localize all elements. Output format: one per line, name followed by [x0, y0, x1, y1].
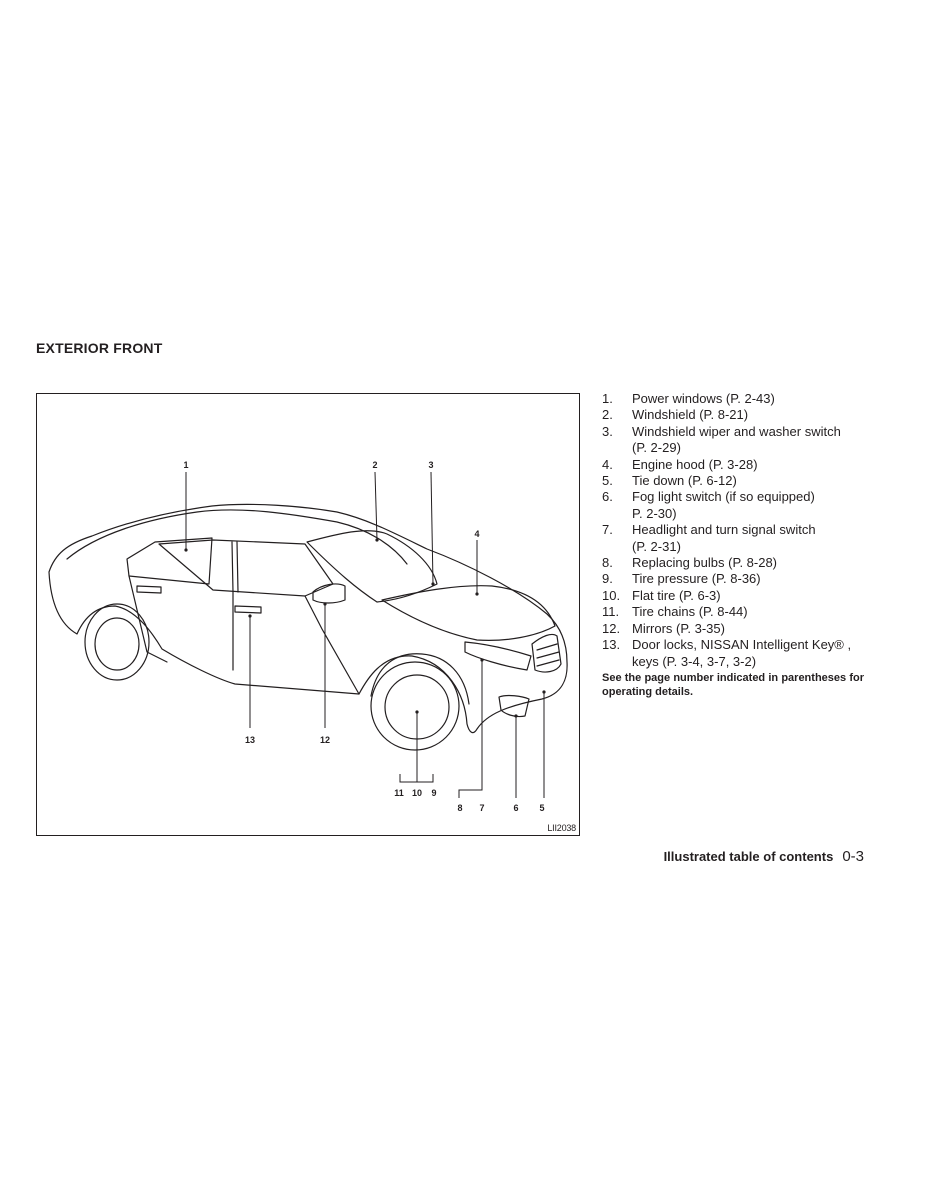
legend-item: 10.Flat tire (P. 6-3)	[602, 587, 721, 603]
legend-item: 8.Replacing bulbs (P. 8-28)	[602, 555, 778, 571]
car-rear-window	[126, 537, 213, 585]
legend-item: 3.Windshield wiper and washer switch	[602, 423, 841, 439]
callout-6: 6	[513, 803, 518, 813]
car-headlight	[464, 641, 532, 671]
callout-10: 10	[412, 788, 422, 798]
car-grille	[531, 633, 562, 673]
callout-9: 9	[431, 788, 436, 798]
callout-5: 5	[539, 803, 544, 813]
car-windshield	[306, 530, 438, 603]
callout-7: 7	[479, 803, 484, 813]
legend-item: 2.Windshield (P. 8-21)	[602, 407, 749, 423]
car-rear-wheel	[84, 603, 150, 681]
callout-12: 12	[320, 735, 330, 745]
page-number: 0-3	[842, 848, 864, 865]
callout-13: 13	[245, 735, 255, 745]
legend-item: 7.Headlight and turn signal switch	[602, 522, 816, 538]
legend-item: 6.Fog light switch (if so equipped)	[602, 489, 815, 505]
legend-item-continued: (P. 2-31)	[632, 538, 681, 554]
car-fog-lamp	[498, 694, 530, 718]
car-hood	[381, 585, 556, 641]
figure-code: LII2038	[547, 823, 576, 833]
car-roof	[66, 509, 408, 565]
callout-11: 11	[394, 788, 404, 798]
legend-item: 12.Mirrors (P. 3-35)	[602, 620, 725, 636]
callout-4: 4	[474, 529, 479, 539]
legend-item: 1.Power windows (P. 2-43)	[602, 391, 775, 406]
legend-item: 9.Tire pressure (P. 8-36)	[602, 571, 761, 587]
car-exterior-figure: 1 2 3 4 5 6 7 8 9 10 11 12 13 LII2038	[36, 393, 580, 836]
car-mirror	[312, 583, 346, 604]
car-front-door-handle	[234, 605, 262, 614]
callout-2: 2	[372, 460, 377, 470]
legend-item-continued: keys (P. 3-4, 3-7, 3-2)	[632, 653, 757, 669]
callout-3: 3	[428, 460, 433, 470]
car-illustration: 1 2 3 4 5 6 7 8 9 10 11 12 13	[48, 460, 568, 813]
car-rear-door-handle	[136, 585, 162, 594]
callout-1: 1	[183, 460, 188, 470]
legend-item-continued: P. 2-30)	[632, 505, 677, 521]
legend-item: 13.Door locks, NISSAN Intelligent Key® ,	[602, 637, 852, 653]
legend-item: 5.Tie down (P. 6-12)	[602, 473, 737, 489]
car-body-outline	[48, 503, 568, 734]
callout-8: 8	[457, 803, 462, 813]
operating-details-note: See the page number indicated in parenth…	[602, 672, 864, 698]
car-front-wheel	[370, 661, 460, 751]
section-title: EXTERIOR FRONT	[36, 340, 163, 356]
footer-title: Illustrated table of contents	[663, 849, 834, 864]
page-footer: Illustrated table of contents 0-3	[664, 848, 864, 865]
legend-item-continued: (P. 2-29)	[632, 440, 681, 456]
legend-item: 11.Tire chains (P. 8-44)	[602, 604, 748, 620]
legend-list: 1.Power windows (P. 2-43) 2.Windshield (…	[602, 391, 864, 670]
car-side-windows	[158, 539, 334, 597]
legend-item: 4.Engine hood (P. 3-28)	[602, 456, 758, 472]
